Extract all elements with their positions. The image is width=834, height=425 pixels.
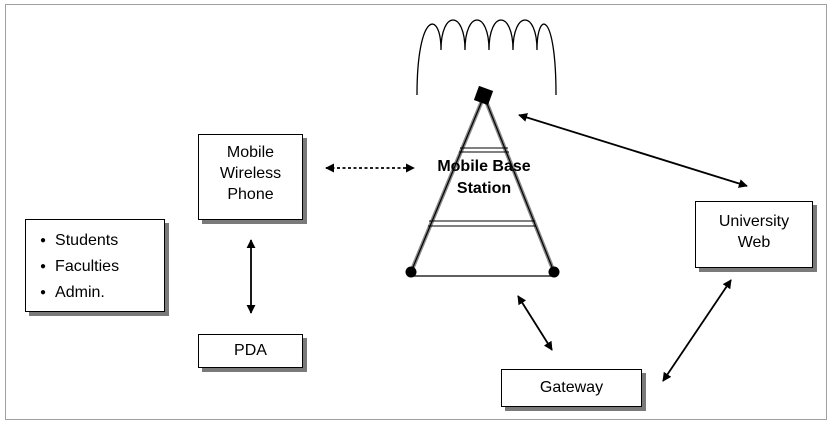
- phone-label-line: Phone: [227, 186, 274, 203]
- mobile-wireless-phone-box: Mobile Wireless Phone: [198, 134, 303, 220]
- base-station-label-line: Station: [456, 180, 512, 197]
- tower-gateway-link: [517, 295, 553, 351]
- gateway-university-link: [662, 279, 732, 382]
- audience-item: Students: [40, 229, 164, 255]
- audience-box: Students Faculties Admin.: [25, 219, 165, 312]
- radio-wave: [416, 19, 557, 96]
- base-station-label: Mobile Base Station: [425, 156, 543, 200]
- audience-list: Students Faculties Admin.: [40, 229, 164, 307]
- university-web-box: University Web: [695, 201, 813, 268]
- gateway-box: Gateway: [501, 369, 642, 407]
- gateway-label: Gateway: [539, 379, 604, 396]
- base-station-tower: [405, 85, 560, 278]
- phone-label-line: Wireless: [219, 165, 282, 182]
- pda-label: PDA: [234, 342, 267, 359]
- audience-item: Admin.: [40, 281, 164, 307]
- base-station-label-line: Mobile Base: [437, 158, 531, 175]
- university-label-line: University: [718, 213, 790, 230]
- pda-box: PDA: [198, 334, 303, 368]
- audience-item: Faculties: [40, 255, 164, 281]
- phone-label-line: Mobile: [226, 144, 275, 161]
- university-label-line: Web: [737, 234, 771, 251]
- tower-university-link: [518, 113, 748, 188]
